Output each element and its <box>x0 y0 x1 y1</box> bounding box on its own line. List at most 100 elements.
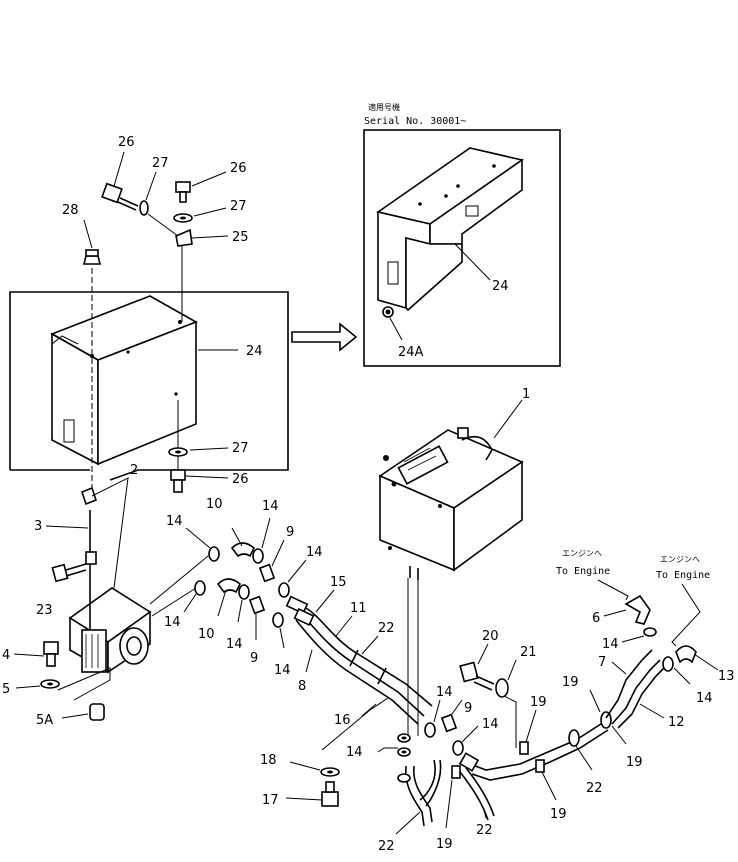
callout-10-b: 10 <box>198 627 215 642</box>
bolt-23 <box>51 563 87 583</box>
callout-26-c: 26 <box>232 472 249 487</box>
callout-25: 25 <box>232 230 249 245</box>
callout-14-b: 14 <box>164 615 181 630</box>
callout-15: 15 <box>330 575 347 590</box>
engine-note-right: エンジンへ To Engine <box>656 555 710 647</box>
callout-4: 4 <box>2 648 10 663</box>
nipple-9-c <box>440 713 458 733</box>
svg-text:To Engine: To Engine <box>656 570 710 581</box>
clip-19-b <box>451 765 461 779</box>
washer-14-g <box>424 722 436 738</box>
elbow-10-b <box>216 578 241 594</box>
washer-14-k <box>662 656 674 672</box>
clip-2 <box>81 486 97 506</box>
callout-14-e: 14 <box>306 545 323 560</box>
svg-text:エンジンへ: エンジンへ <box>660 555 700 564</box>
callout-19-a: 19 <box>530 695 547 710</box>
callout-3: 3 <box>34 519 42 534</box>
inset-note-jp: 適用号機 <box>368 102 400 112</box>
pump-assembly <box>57 564 152 701</box>
nut-24a <box>382 306 394 318</box>
svg-text:To Engine: To Engine <box>556 566 610 577</box>
callout-14-f: 14 <box>274 663 291 678</box>
bolt-17 <box>321 781 339 807</box>
callout-5a: 5A <box>36 713 53 728</box>
callout-1: 1 <box>522 387 530 402</box>
elbow-13 <box>675 645 697 664</box>
callout-27-a: 27 <box>152 156 169 171</box>
callout-21: 21 <box>520 645 537 660</box>
callout-9-c: 9 <box>464 701 472 716</box>
callout-26-b: 26 <box>230 161 247 176</box>
callout-24-inset: 24 <box>492 279 509 294</box>
callout-18: 18 <box>260 753 277 768</box>
bolt-26-c <box>170 469 186 493</box>
clip-19-c <box>535 759 545 773</box>
washer-14-d <box>238 584 250 600</box>
callout-26-a: 26 <box>118 135 135 150</box>
hose-11 <box>293 607 433 707</box>
washer-14-e <box>278 582 290 598</box>
inset-note-serial: Serial No. 30001~ <box>364 116 466 127</box>
callout-28: 28 <box>62 203 79 218</box>
callout-22-d: 22 <box>586 781 603 796</box>
inset-serial-variant: 適用号機 Serial No. 30001~ 24 24A <box>363 102 561 367</box>
callout-22-b: 22 <box>378 839 395 854</box>
spacer-5a <box>89 703 105 721</box>
washer-21 <box>495 678 509 698</box>
callout-19-c: 19 <box>550 807 567 822</box>
inset-cover-window <box>387 261 399 285</box>
nut-28 <box>82 249 102 265</box>
nipple-9-b <box>248 595 266 615</box>
callout-12: 12 <box>668 715 685 730</box>
callout-14-g: 14 <box>436 685 453 700</box>
callout-2: 2 <box>130 463 138 478</box>
washer-14-h <box>452 740 464 756</box>
callout-24a: 24A <box>398 345 424 360</box>
bolt-4 <box>43 641 59 667</box>
callout-17: 17 <box>262 793 279 808</box>
callout-13: 13 <box>718 669 735 684</box>
callout-5: 5 <box>2 682 10 697</box>
callout-19-b: 19 <box>436 837 453 852</box>
clip-22-a <box>349 649 359 667</box>
svg-text:エンジンへ: エンジンへ <box>562 549 602 558</box>
washer-14-a <box>208 546 220 562</box>
callout-19-e: 19 <box>626 755 643 770</box>
callout-14-i: 14 <box>346 745 363 760</box>
callout-14-k: 14 <box>696 691 713 706</box>
callout-10-a: 10 <box>206 497 223 512</box>
callout-8: 8 <box>298 679 306 694</box>
reservoir-1 <box>378 427 524 580</box>
nipple-9-a <box>258 563 276 583</box>
elbow-10-a <box>230 542 255 558</box>
callout-14-d: 14 <box>226 637 243 652</box>
rod-3 <box>85 510 97 565</box>
hoses-7-12 <box>605 649 665 729</box>
washer-14-l <box>397 773 411 783</box>
cover-24-old <box>50 295 198 466</box>
callout-7: 7 <box>598 655 606 670</box>
callout-14-c: 14 <box>262 499 279 514</box>
inset-frame <box>363 129 561 367</box>
washer-14-c <box>252 548 264 564</box>
callout-23: 23 <box>36 603 53 618</box>
clip-19-d <box>568 729 580 747</box>
callout-22-a: 22 <box>378 621 395 636</box>
washer-27-a <box>139 200 149 216</box>
callout-14-a: 14 <box>166 514 183 529</box>
variant-arrow <box>291 322 358 352</box>
bolt-20 <box>459 661 495 691</box>
cover-24-new <box>376 147 524 312</box>
callout-6: 6 <box>592 611 600 626</box>
callout-19-d: 19 <box>562 675 579 690</box>
callout-14-j: 14 <box>602 637 619 652</box>
callout-27-b: 27 <box>230 199 247 214</box>
clip-19-a <box>519 741 529 755</box>
callout-27-c: 27 <box>232 441 249 456</box>
washer-14-f <box>272 612 284 628</box>
bolt-26-b <box>175 181 191 203</box>
bolt-26-a <box>101 182 139 211</box>
cover-assembly-box <box>9 291 289 481</box>
callout-11: 11 <box>350 601 367 616</box>
